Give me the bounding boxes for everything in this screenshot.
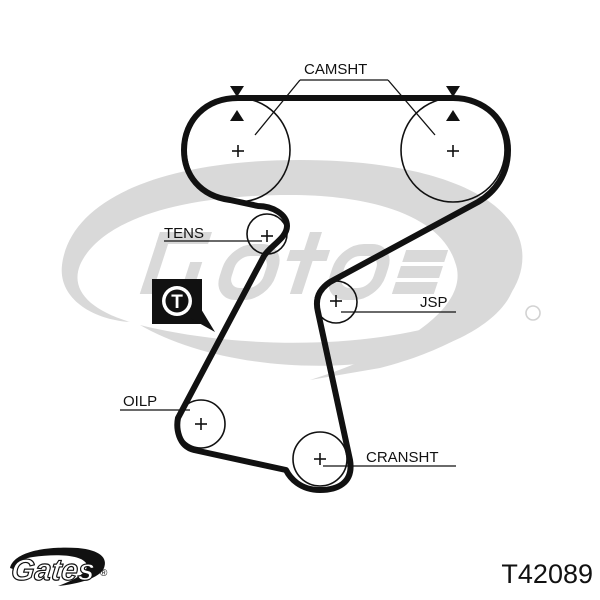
camshaft-leader-right <box>387 79 436 136</box>
center-marks <box>195 145 459 465</box>
plus-icon <box>232 145 244 157</box>
tensioner-badge: T <box>152 279 215 332</box>
leader-lines <box>120 79 456 467</box>
watermark-swoosh <box>61 160 523 380</box>
camshaft-leader-left <box>254 79 301 136</box>
tensioner-badge-pointer <box>190 304 215 332</box>
part-number: T42089 <box>501 559 593 589</box>
label-water-pump: JSP <box>420 294 448 311</box>
gates-logo-word: Gates <box>10 554 97 587</box>
gates-logo-registered: ® <box>100 568 108 579</box>
plus-icon <box>330 295 342 307</box>
timing-mark-down-icon <box>446 86 460 97</box>
plus-icon <box>195 418 207 430</box>
label-tensioner: TENS <box>164 225 204 242</box>
plus-icon <box>314 453 326 465</box>
timing-marks <box>230 86 460 121</box>
timing-mark-down-icon <box>230 86 244 97</box>
tensioner-badge-core <box>165 289 189 313</box>
timing-belt <box>174 95 511 493</box>
plus-icon <box>261 230 273 242</box>
timing-mark-up-icon <box>230 110 244 121</box>
gates-logo-swoosh <box>10 547 105 586</box>
label-oil-pump: OILP <box>123 393 157 410</box>
tensioner-badge-letter: T <box>171 292 183 313</box>
watermark-lower <box>140 280 515 366</box>
gates-logo: Gates ® <box>9 547 108 588</box>
label-camshaft: CAMSHT <box>304 61 367 78</box>
gates-watermark <box>61 160 541 380</box>
timing-mark-up-icon <box>446 110 460 121</box>
label-crankshaft: CRANSHT <box>366 449 439 466</box>
plus-icon <box>447 145 459 157</box>
watermark-registered-circle <box>525 305 541 321</box>
